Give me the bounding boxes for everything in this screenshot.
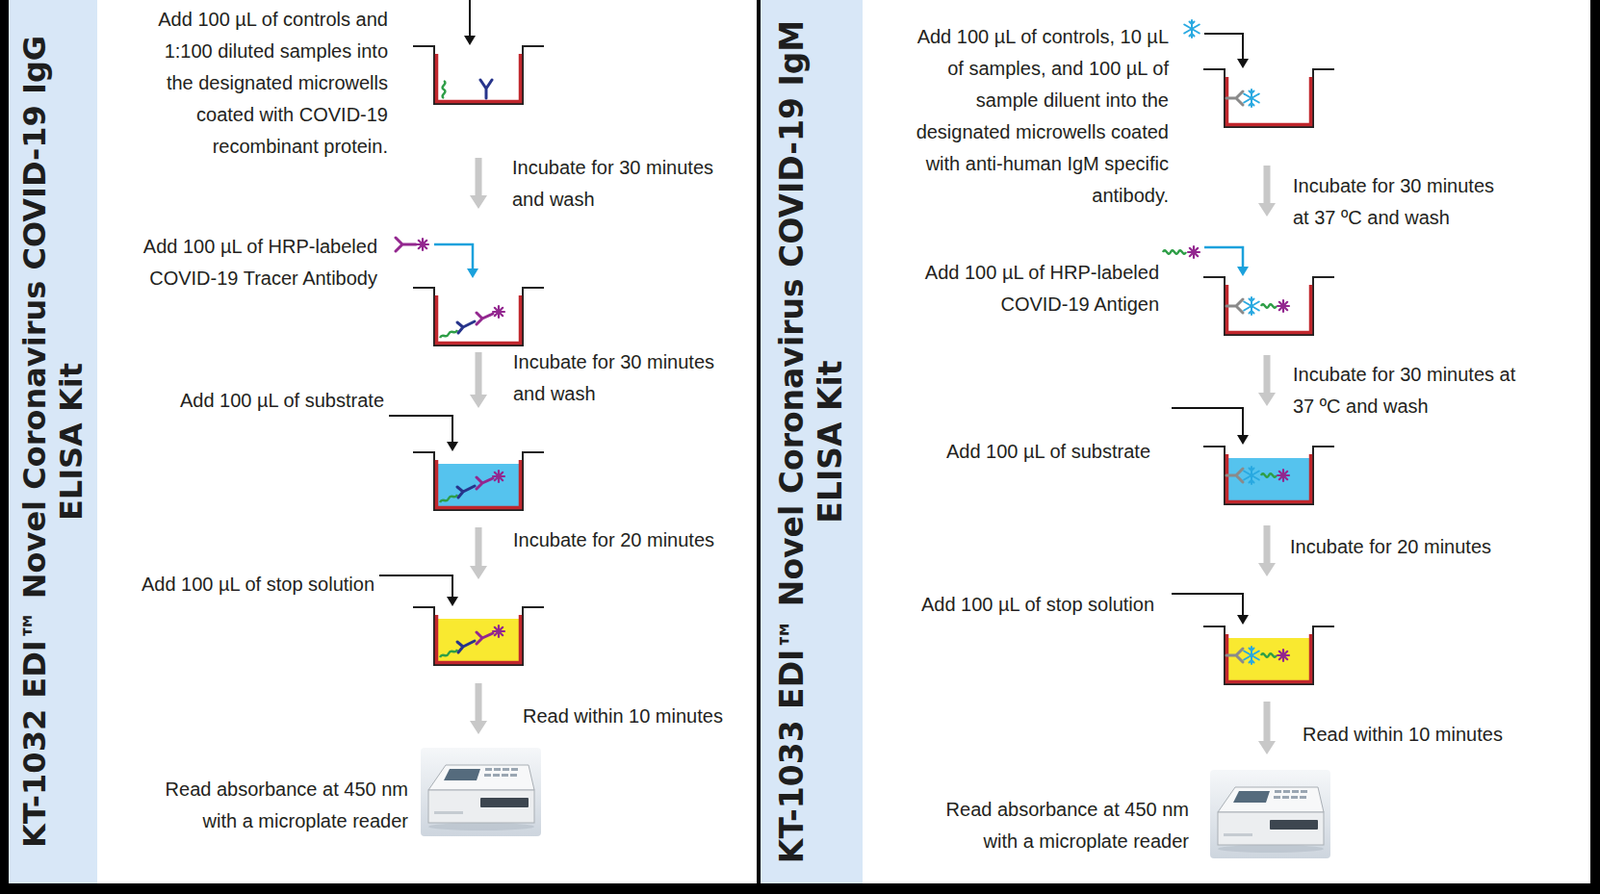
incubation-note: Incubate for 30 minutes and wash (513, 346, 740, 411)
microwell (1203, 277, 1335, 336)
arrow-head (1237, 615, 1249, 625)
add-arrow (1171, 593, 1243, 617)
microplate-reader (1210, 770, 1331, 859)
microwell (1203, 69, 1335, 128)
step-instruction: Read absorbance at 450 nm with a micropl… (155, 774, 409, 838)
arrow-head (464, 35, 476, 46)
tracer-antibody (395, 237, 416, 252)
antigen-squiggle (1162, 250, 1187, 254)
arrow-head (1237, 266, 1249, 277)
step-arrow (469, 527, 488, 580)
step-instruction: Add 100 µL of stop solution (911, 589, 1155, 621)
igm-sandwich (1226, 297, 1290, 315)
incubation-note: Read within 10 minutes (1302, 719, 1534, 751)
step-instruction: Add 100 µL of HRP-labeled COVID-19 Trace… (134, 231, 378, 295)
title-rotator: KT-1033 EDI™ Novel Coronavirus COVID-19 … (760, 0, 863, 884)
title-band: KT-1033 EDI™ Novel Coronavirus COVID-19 … (760, 0, 863, 884)
step-arrow (469, 683, 488, 735)
microwell (412, 287, 544, 346)
step-instruction: Add 100 µL of stop solution (131, 568, 375, 601)
incubation-note: Incubate for 30 minutes at 37 ºC and was… (1292, 359, 1529, 423)
incubation-note: Incubate for 30 minutes and wash (512, 152, 739, 216)
stopped-liquid (435, 619, 522, 665)
step-arrow (1258, 701, 1276, 755)
igg-sandwich (439, 306, 505, 338)
kit-title: KT-1032 EDI™ Novel Coronavirus COVID-19 … (16, 35, 53, 849)
microwell (1203, 626, 1335, 685)
hrp-star (416, 238, 429, 251)
kit-subtitle: ELISA Kit (811, 360, 851, 523)
arrow-head (446, 441, 459, 452)
igm-sandwich (1226, 466, 1290, 485)
title-band: KT-1032 EDI™ Novel Coronavirus COVID-19 … (8, 0, 98, 884)
hrp-star (1187, 246, 1200, 259)
add-arrow (1204, 247, 1243, 268)
add-arrow (468, 0, 471, 37)
step-instruction: Add 100 µL of HRP-labeled COVID-19 Antig… (916, 257, 1160, 321)
arrow-head (1237, 435, 1249, 445)
add-arrow (379, 575, 453, 598)
step-arrow (469, 157, 488, 209)
kit-title: KT-1033 EDI™ Novel Coronavirus COVID-19 … (773, 20, 812, 864)
step-arrow (1258, 165, 1276, 217)
step-arrow (469, 352, 488, 409)
arrow-head (1237, 58, 1249, 69)
arrow-head (466, 268, 479, 279)
igg-sandwich (439, 625, 505, 658)
incubation-note: Incubate for 20 minutes (1290, 531, 1522, 564)
step-arrow (1258, 355, 1276, 407)
step-arrow (1258, 525, 1276, 577)
incubation-note: Incubate for 30 minutes at 37 ºC and was… (1292, 170, 1505, 234)
kit-subtitle: ELISA Kit (52, 362, 90, 521)
substrate-liquid (1225, 458, 1313, 504)
stopped-liquid (1225, 638, 1313, 684)
panel-ground (97, 0, 757, 884)
step-instruction: Read absorbance at 450 nm with a micropl… (936, 794, 1189, 858)
step-instruction: Add 100 µL of substrate (141, 385, 385, 417)
incubation-note: Read within 10 minutes (522, 700, 754, 733)
step-instruction: Add 100 µL of controls and 1:100 diluted… (145, 3, 388, 163)
igm-capture (1226, 89, 1260, 107)
microwell (412, 452, 544, 511)
microwell (1203, 446, 1335, 505)
add-arrow (1204, 33, 1243, 60)
microwell (412, 607, 544, 666)
igg-sandwich (439, 470, 505, 503)
igm-sandwich (1226, 646, 1290, 665)
microwell (412, 46, 544, 104)
microplate-reader (420, 748, 542, 837)
add-arrow (1171, 408, 1243, 437)
panel-ground (862, 0, 1591, 884)
step-instruction: Add 100 µL of controls, 10 µL of samples… (903, 21, 1169, 212)
add-arrow (388, 415, 453, 443)
substrate-liquid (435, 464, 522, 510)
title-rotator: KT-1032 EDI™ Novel Coronavirus COVID-19 … (8, 0, 98, 884)
igg-capture (442, 79, 492, 99)
incubation-note: Incubate for 20 minutes (513, 524, 745, 557)
arrow-head (446, 596, 459, 607)
add-arrow (434, 244, 473, 270)
step-instruction: Add 100 µL of substrate (907, 436, 1151, 468)
snowflake-symbol (1184, 20, 1200, 38)
